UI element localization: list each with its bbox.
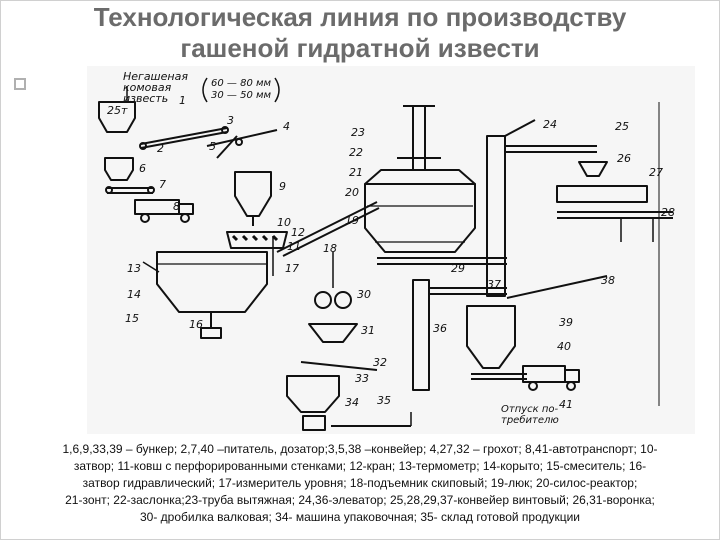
fraction-1: 60 — 80 мм [211, 78, 272, 89]
num-label-11: 11 [287, 240, 301, 253]
screen-32 [300, 361, 378, 371]
num-label-26: 26 [617, 152, 631, 165]
elevator-24 [486, 119, 536, 297]
truck-8 [134, 199, 194, 223]
num-label-18: 18 [323, 242, 337, 255]
consumer-label: Отпуск по- требителю [501, 404, 559, 426]
conveyor-3 [139, 126, 229, 150]
fraction-bracket-right [274, 77, 280, 103]
num-label-39: 39 [559, 316, 573, 329]
input-label-line-2: комовая [123, 81, 172, 94]
screw-conveyor-37 [429, 287, 507, 295]
num-label-21: 21 [349, 166, 363, 179]
num-label-9: 9 [279, 180, 286, 193]
warehouse-35 [331, 412, 412, 427]
consumer-label-line-2: требителю [501, 414, 559, 426]
num-label-33: 33 [355, 372, 369, 385]
num-label-30: 30 [357, 288, 371, 301]
title-line-1: Технологическая линия по производству [93, 2, 627, 32]
bunker-mass: 25т [107, 104, 128, 117]
caption-line-1: 1,6,9,33,39 – бункер; 2,7,40 –питатель, … [62, 442, 658, 456]
num-label-37: 37 [487, 278, 501, 291]
mixer-15 [156, 251, 268, 339]
screw-conveyor-29 [377, 257, 507, 265]
bunker-39 [466, 305, 516, 369]
num-label-14: 14 [127, 288, 141, 301]
num-label-40: 40 [557, 340, 571, 353]
num-label-3: 3 [227, 114, 234, 127]
feeder-40 [471, 373, 527, 380]
perforated-bucket-11 [226, 231, 288, 249]
num-label-16: 16 [189, 318, 203, 331]
num-label-41: 41 [559, 398, 573, 411]
num-label-10: 10 [277, 216, 291, 229]
num-label-32: 32 [373, 356, 387, 369]
number-labels: 1 3 2 4 5 6 7 8 9 10 11 12 13 14 15 16 1… [125, 94, 675, 411]
screen-27 [556, 185, 648, 203]
consumer-label-line-1: Отпуск по- [501, 404, 559, 415]
conveyor-38 [506, 275, 608, 299]
silo-reactor-20 [364, 169, 476, 253]
num-label-20: 20 [345, 186, 359, 199]
slide-title: Технологическая линия по производству га… [0, 2, 720, 64]
num-label-29: 29 [451, 262, 465, 275]
num-label-34: 34 [345, 396, 359, 409]
bunker-1: 25т [98, 101, 136, 133]
input-label: Негашеная комовая известь [123, 70, 188, 105]
num-label-12: 12 [291, 226, 305, 239]
num-label-5: 5 [209, 140, 216, 153]
packing-machine-34 [302, 415, 326, 431]
num-label-17: 17 [285, 262, 299, 275]
num-label-6: 6 [139, 162, 146, 175]
funnel-31 [308, 323, 358, 343]
feeder-7 [105, 186, 155, 194]
screen-4 [206, 129, 278, 159]
bunker-6 [104, 157, 134, 181]
num-label-8: 8 [173, 200, 180, 213]
exhaust-pipe-23 [397, 105, 441, 170]
num-label-25: 25 [615, 120, 629, 133]
num-label-13: 13 [127, 262, 141, 275]
num-label-7: 7 [159, 178, 166, 191]
num-label-27: 27 [649, 166, 663, 179]
num-label-15: 15 [125, 312, 139, 325]
bunker-9 [234, 171, 272, 226]
skip-hoist-18 [276, 201, 380, 257]
fraction-2: 30 — 50 мм [211, 90, 272, 101]
caption-line-4: 21-зонт; 22-заслонка;23-труба вытяжная; … [65, 493, 655, 507]
input-label-line-3: известь [123, 92, 168, 105]
process-diagram-svg: Негашеная комовая известь 60 — 80 мм 30 … [98, 70, 675, 431]
bunker-33 [286, 375, 340, 413]
caption-line-5: 30- дробилка валковая; 34- машина упаков… [139, 510, 581, 524]
screw-conveyor-25 [505, 145, 597, 153]
roller-crusher-30 [314, 252, 352, 309]
title-line-2: гашеной гидратной извести [180, 33, 540, 63]
num-label-24: 24 [543, 118, 557, 131]
num-label-28: 28 [661, 206, 675, 219]
legend-caption: 1,6,9,33,39 – бункер; 2,7,40 –питатель, … [4, 441, 716, 526]
num-label-4: 4 [283, 120, 290, 133]
num-label-36: 36 [433, 322, 447, 335]
funnel-26 [578, 161, 608, 177]
bullet-square [14, 78, 26, 90]
thermometer-13 [142, 261, 160, 273]
input-label-line-1: Негашеная [123, 70, 188, 83]
num-label-22: 22 [349, 146, 363, 159]
num-label-1: 1 [179, 94, 186, 107]
num-label-35: 35 [377, 394, 391, 407]
caption-line-3: затвор гидравлический; 17-измеритель уро… [82, 476, 638, 490]
num-label-38: 38 [601, 274, 615, 287]
num-label-23: 23 [351, 126, 365, 139]
num-label-31: 31 [361, 324, 375, 337]
caption-line-2: затвор; 11-ковш с перфорированными стенк… [73, 459, 647, 473]
process-diagram: Негашеная комовая известь 60 — 80 мм 30 … [87, 66, 695, 434]
num-label-2: 2 [157, 142, 164, 155]
elevator-36 [412, 279, 430, 391]
num-label-19: 19 [345, 214, 359, 227]
fraction-bracket-left [202, 77, 208, 103]
truck-41 [522, 365, 580, 391]
screw-conveyor-28 [557, 211, 673, 242]
